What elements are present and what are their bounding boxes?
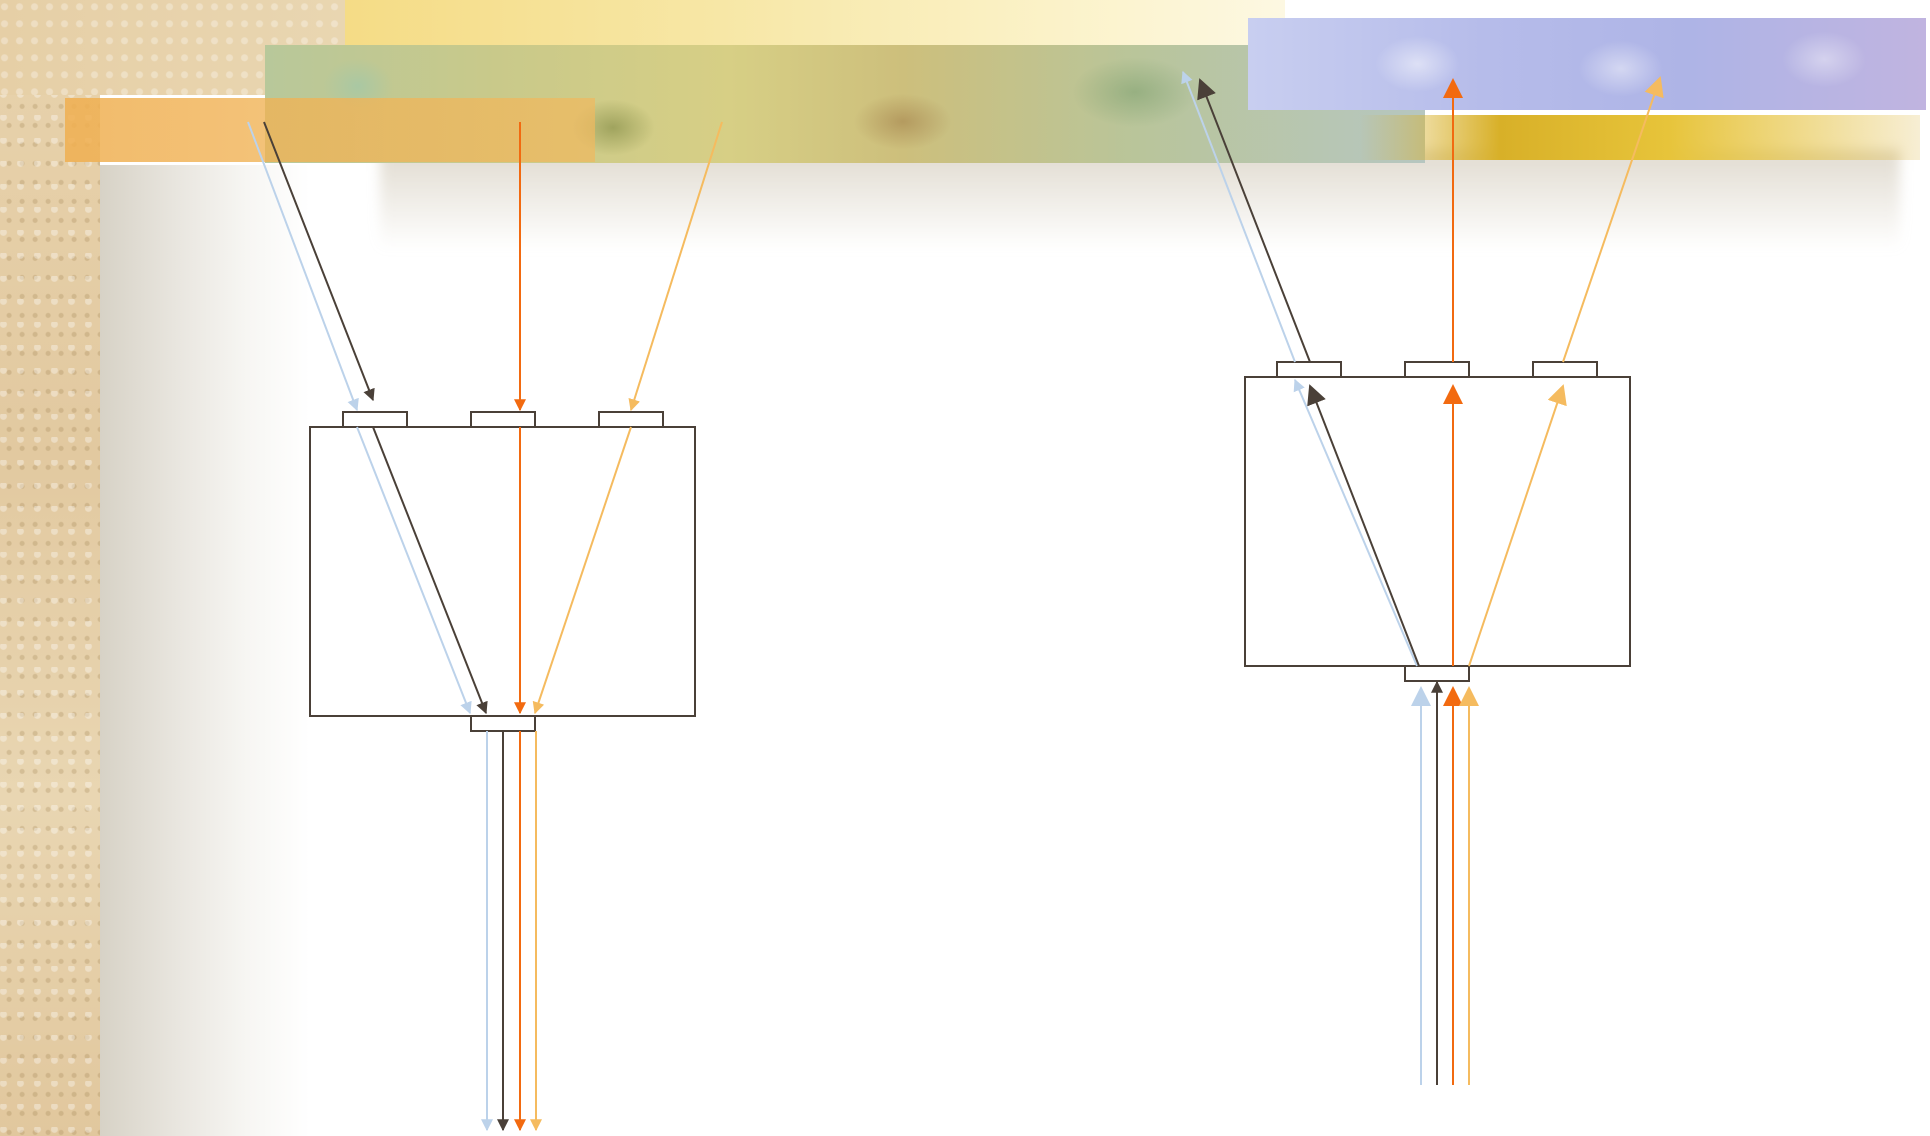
right-top-port-3 (1532, 361, 1598, 378)
sandstone-border-left (0, 0, 100, 1136)
left-arrow-dark-in (263, 121, 375, 402)
left-arrow-light-blue-in (247, 121, 359, 412)
right-arrow-light-orange-internal (1468, 384, 1567, 667)
right-arrow-light-blue-internal (1293, 378, 1418, 667)
left-arrow-dark-internal (372, 426, 488, 715)
right-arrow-light-blue-out (1181, 70, 1296, 363)
banner-yellow-strip (345, 0, 1285, 50)
right-top-port-2 (1404, 361, 1470, 378)
left-box (309, 426, 696, 717)
left-top-port-3 (598, 411, 664, 428)
right-diagram (1181, 70, 1664, 1085)
left-diagram (247, 121, 723, 1132)
right-top-port-1 (1276, 361, 1342, 378)
right-bottom-port (1404, 665, 1470, 682)
banner-orange-strip (65, 98, 595, 162)
right-arrow-dark-out (1197, 78, 1311, 363)
banner-shadow (380, 150, 1900, 250)
left-top-port-2 (470, 411, 536, 428)
left-arrow-light-orange-in (628, 121, 723, 412)
page-left-shadow (100, 165, 310, 1136)
left-arrow-light-orange-internal (532, 426, 632, 715)
right-arrow-dark-internal (1307, 384, 1420, 667)
left-bottom-port (470, 715, 536, 732)
left-top-port-1 (342, 411, 408, 428)
right-box (1244, 376, 1631, 667)
left-arrow-light-blue-internal (356, 426, 472, 715)
right-arrow-light-orange-out (1562, 76, 1664, 363)
banner-flowers-image (1248, 18, 1926, 110)
